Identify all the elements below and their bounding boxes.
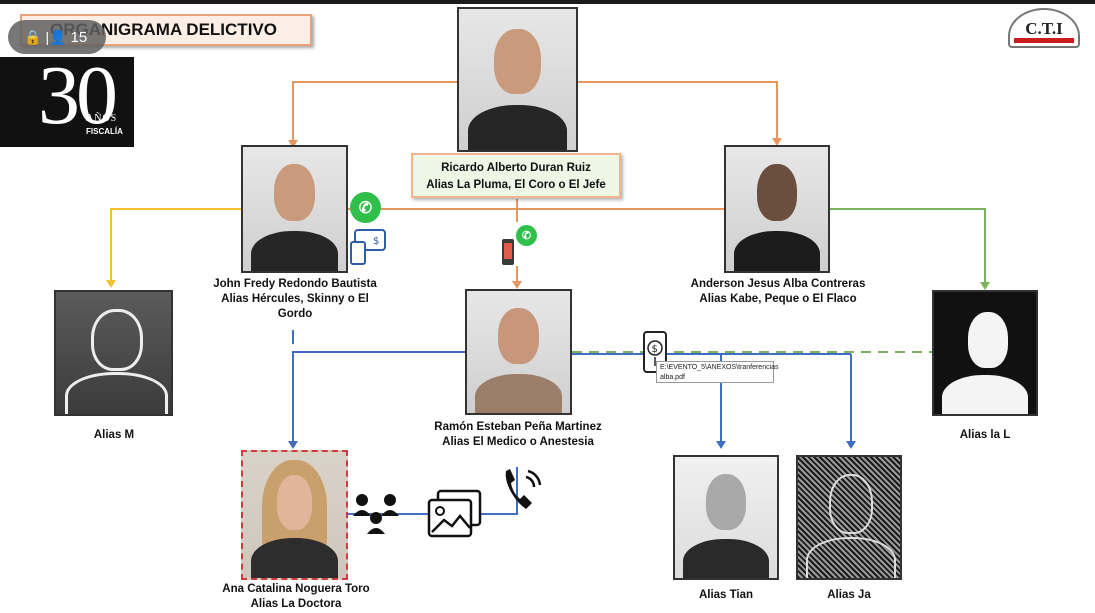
anderson-name: Anderson Jesus Alba Contreras: [690, 278, 866, 290]
logo-word: AÑOS: [86, 113, 118, 124]
line-leader-john: [292, 81, 457, 145]
arrow-alias-m: [106, 280, 116, 288]
photo-alias-m: [54, 290, 173, 416]
phone-call-icon: [505, 469, 542, 509]
line-ramon-call-ana: [348, 467, 518, 515]
photo-leader: [457, 7, 578, 152]
lock-icon: 🔒: [24, 28, 42, 45]
john-name: John Fredy Redondo Bautista: [213, 278, 377, 290]
file-path-tooltip: E:\EVENTO_5\ANEXOS\tranferencias alba.pd…: [656, 361, 779, 383]
image-gallery-icon: [427, 489, 482, 538]
photo-alias-ja: [796, 455, 902, 580]
arrow-anderson: [772, 138, 782, 146]
alias-m-label: Alias M: [93, 429, 135, 441]
svg-text:$: $: [652, 344, 658, 355]
participants-count: 15: [70, 28, 88, 46]
alias-tian-label: Alias Tian: [698, 589, 754, 601]
photo-anderson: [724, 145, 830, 273]
meeting-indicator[interactable]: 🔒 |👤 15: [8, 20, 106, 54]
top-bar: [0, 0, 1095, 4]
john-label: John Fredy Redondo Bautista Alias Hércul…: [190, 277, 400, 322]
arrow-alias-l: [980, 282, 990, 290]
photo-ana: [241, 450, 348, 580]
john-alias: Alias Hércules, Skinny o El: [221, 293, 369, 305]
photo-alias-tian: [673, 455, 779, 580]
svg-text:$: $: [373, 236, 379, 247]
fiscalia-30-logo: 30 AÑOS FISCALÍA: [0, 57, 134, 147]
ana-name: Ana Catalina Noguera Toro: [222, 583, 370, 595]
line-anderson-alias-l: [830, 208, 986, 287]
logo-number: 30: [38, 57, 118, 142]
leader-alias: Alias La Pluma, El Coro o El Jefe: [426, 179, 606, 191]
ramon-alias: Alias El Medico o Anestesia: [442, 436, 594, 448]
line-leader-anderson: [578, 81, 778, 143]
arrow-ja: [846, 441, 856, 449]
ana-alias: Alias La Doctora: [250, 598, 342, 610]
leader-label: Ricardo Alberto Duran Ruiz Alias La Plum…: [411, 153, 621, 198]
group-meeting-icon: [353, 494, 399, 534]
tooltip-filename: alba.pdf: [660, 374, 685, 381]
alias-l-label: Alias la L: [959, 429, 1011, 441]
photo-john: [241, 145, 348, 273]
john-alias-cont: Gordo: [277, 308, 313, 320]
line-john-alias-m: [110, 208, 242, 285]
leader-name: Ricardo Alberto Duran Ruiz: [441, 162, 591, 174]
mobile-payment-icon: $: [350, 229, 386, 265]
arrow-john: [288, 140, 298, 148]
logo-brand: FISCALÍA: [86, 127, 123, 136]
photo-alias-l: [932, 290, 1038, 416]
ramon-label: Ramón Esteban Peña Martinez Alias El Med…: [410, 420, 626, 450]
arrow-tian: [716, 441, 726, 449]
cti-logo-bar: [1014, 38, 1074, 43]
anderson-label: Anderson Jesus Alba Contreras Alias Kabe…: [666, 277, 890, 307]
tooltip-path: E:\EVENTO_5\ANEXOS\tranferencias: [660, 364, 779, 371]
ramon-name: Ramón Esteban Peña Martinez: [434, 421, 602, 433]
phone-message-icon: [502, 239, 514, 265]
whatsapp-icon-small: ✆: [516, 225, 537, 246]
arrow-ana: [288, 441, 298, 449]
arrow-ramon: [512, 281, 522, 289]
line-ramon-ana: [292, 351, 465, 446]
alias-ja-label: Alias Ja: [827, 589, 871, 601]
ana-label: Ana Catalina Noguera Toro Alias La Docto…: [196, 582, 396, 612]
anderson-alias: Alias Kabe, Peque o El Flaco: [699, 293, 857, 305]
photo-ramon: [465, 289, 572, 415]
whatsapp-icon: ✆: [350, 192, 381, 223]
participants-icon: |👤: [45, 28, 67, 45]
cti-logo-text: C.T.I: [1025, 19, 1063, 38]
